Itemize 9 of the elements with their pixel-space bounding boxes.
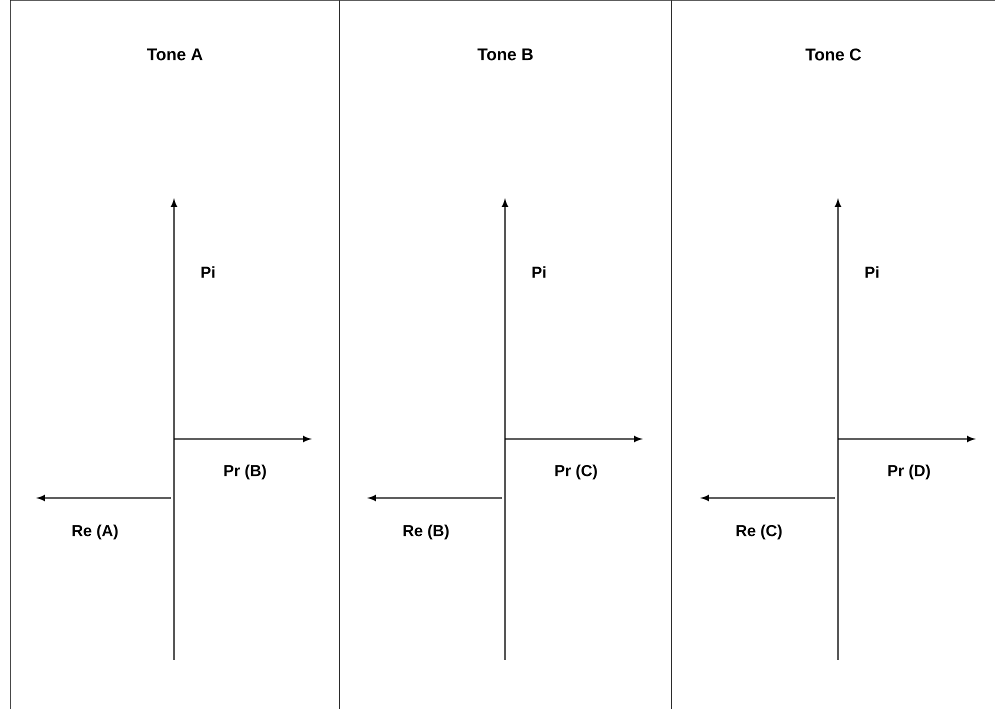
axis-label: Re (A) xyxy=(72,524,118,540)
axis-label: Re (B) xyxy=(404,524,449,540)
axis-label: Pr (B) xyxy=(224,464,266,480)
axis-label: Re (C) xyxy=(736,524,782,540)
axis-label: Pi xyxy=(866,266,878,278)
axis-label: Pr (C) xyxy=(555,464,597,480)
axis-label: Pi xyxy=(532,266,546,278)
axis-label: Pr (D) xyxy=(888,464,930,480)
axis-label: Pi xyxy=(202,266,214,278)
